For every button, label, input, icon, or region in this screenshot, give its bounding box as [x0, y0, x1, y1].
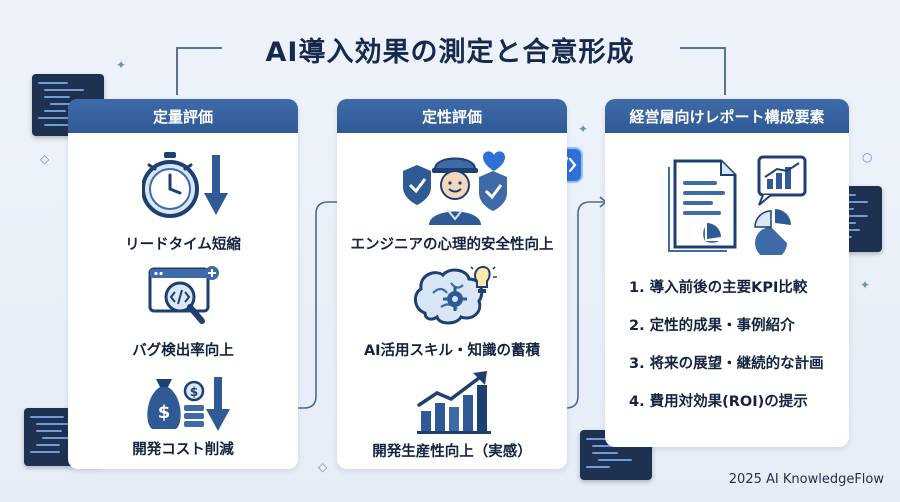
bar-chart-up-icon — [415, 369, 495, 439]
svg-text:$: $ — [158, 402, 171, 423]
footer-credit: 2025 AI KnowledgeFlow — [728, 472, 884, 487]
sparkle-icon: ◇ — [318, 460, 328, 474]
code-magnifier-icon — [148, 265, 228, 335]
item-label: 開発コスト削減 — [132, 442, 234, 458]
item-label: エンジニアの心理的安全性向上 — [350, 237, 554, 253]
quantitative-header: 定量評価 — [68, 99, 298, 133]
sparkle-icon: ✦ — [116, 58, 127, 72]
report-document-chart-icon — [663, 151, 813, 259]
report-items-list: 1. 導入前後の主要KPI比較 2. 定性的成果・事例紹介 3. 将来の展望・継… — [629, 277, 824, 429]
quantitative-card: 定量評価 リードタイム短縮 バグ検出率向上 $ — [68, 99, 298, 469]
list-item: 1. 導入前後の主要KPI比較 — [629, 280, 808, 296]
engineer-shield-heart-icon — [395, 147, 515, 231]
qualitative-card: 定性評価 エンジニアの心理的安全性向上 AI — [337, 99, 567, 469]
title-frame-left — [176, 47, 222, 95]
item-label: リードタイム短縮 — [125, 237, 241, 253]
item-label: 開発生産性向上（実感） — [372, 444, 532, 460]
sparkle-icon: ○ — [862, 150, 873, 164]
list-item: 3. 将来の展望・継続的な計画 — [629, 356, 824, 372]
sparkle-icon: ◇ — [40, 152, 50, 166]
svg-text:$: $ — [190, 385, 198, 399]
qualitative-header: 定性評価 — [337, 99, 567, 133]
sparkle-icon: ✦ — [578, 122, 589, 136]
report-header: 経営層向けレポート構成要素 — [605, 99, 849, 133]
title-frame-right — [680, 47, 726, 95]
sparkle-icon: ✦ — [860, 278, 871, 292]
report-card: 経営層向けレポート構成要素 1. 導入前後の主要KPI比較 2. 定性的成果・事… — [605, 99, 849, 447]
brain-gear-bulb-icon — [411, 263, 501, 337]
list-item: 4. 費用対効果(ROI)の提示 — [629, 394, 808, 410]
list-item: 2. 定性的成果・事例紹介 — [629, 318, 795, 334]
stopwatch-down-icon — [141, 149, 232, 225]
page-title: AI導入効果の測定と合意形成 — [265, 37, 635, 68]
item-label: バグ検出率向上 — [132, 343, 234, 359]
money-bag-down-icon: $ $ — [142, 373, 232, 437]
item-label: AI活用スキル・知識の蓄積 — [363, 343, 541, 359]
